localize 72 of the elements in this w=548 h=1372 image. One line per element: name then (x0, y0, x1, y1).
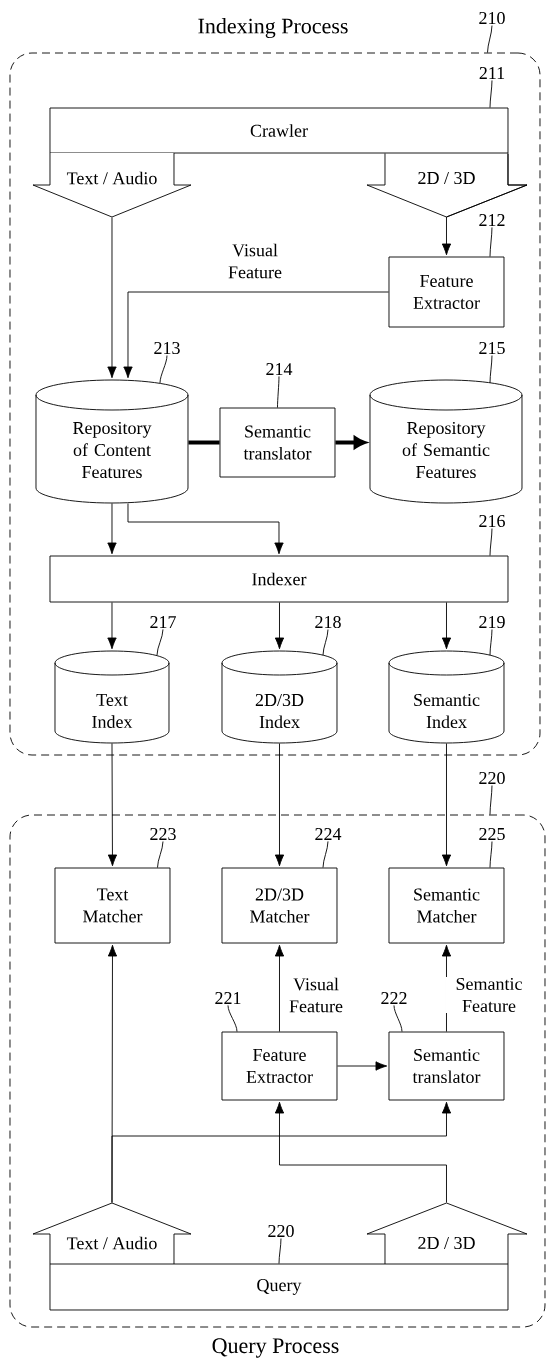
leader-line (157, 841, 164, 868)
leader-line (278, 1238, 282, 1264)
leader-line (227, 1004, 238, 1032)
process-box: Semantic Matcher (388, 867, 505, 944)
leader-line (159, 355, 168, 384)
callout-number: 224 (315, 828, 342, 840)
arrow (274, 602, 285, 650)
process-box: Semantic translator (219, 407, 336, 478)
callout-number: 214 (266, 363, 293, 375)
callout-number: 210 (479, 11, 505, 25)
arrow (123, 291, 389, 379)
arrow (337, 1061, 388, 1071)
arrow (274, 1101, 447, 1203)
leader-line (489, 841, 493, 868)
edge-label: Visual Feature (219, 242, 291, 280)
arrow (274, 944, 285, 1032)
process-box: Query (49, 1263, 509, 1311)
edge-label: Semantic Feature (445, 976, 533, 1014)
leader-line (156, 628, 164, 656)
callout-number: 220 (268, 1224, 294, 1238)
database-cylinder: 2D/3D Index (221, 650, 338, 744)
leader-line (489, 226, 493, 257)
leader-line (489, 785, 493, 815)
arrow (441, 944, 452, 1032)
arrow (107, 602, 117, 650)
callout-number: 220 (479, 771, 505, 785)
arrow (441, 602, 452, 650)
callout-number: 212 (479, 214, 505, 226)
leader-line (393, 1004, 403, 1032)
process-box: Feature Extractor (221, 1031, 338, 1101)
callout-number: 211 (479, 67, 505, 79)
arrow (111, 1101, 452, 1203)
node-label: Query Process (212, 1338, 339, 1358)
process-box: Text Matcher (54, 867, 171, 944)
process-box: Crawler (49, 107, 509, 154)
arrow (127, 503, 284, 555)
leader-line (322, 840, 329, 868)
callout-number: 216 (479, 514, 505, 528)
leader-line (489, 79, 493, 108)
leader-line (277, 375, 280, 408)
leader-line (489, 629, 493, 656)
block-arrow (366, 153, 528, 256)
callout-number: 223 (150, 827, 176, 841)
arrow (107, 503, 117, 555)
arrow (441, 743, 452, 867)
database-cylinder: Semantic Index (388, 650, 505, 744)
callout-number: 218 (315, 615, 341, 629)
process-box: Indexer (49, 555, 509, 603)
callout-number: 221 (215, 992, 241, 1004)
process-box: Semantic translator (388, 1031, 505, 1101)
database-cylinder: Repository of Semantic Features (369, 379, 523, 504)
callout-number: 225 (479, 827, 505, 841)
arrow (107, 743, 118, 867)
leader-line (322, 629, 329, 656)
node-label: Indexing Process (198, 18, 348, 39)
connector-line (188, 440, 220, 445)
callout-number: 213 (154, 341, 180, 355)
leader-line (489, 355, 493, 384)
callout-number: 219 (479, 615, 505, 629)
leader-line (489, 528, 493, 556)
database-cylinder: Text Index (54, 650, 170, 744)
database-cylinder: Repository of Content Features (35, 379, 189, 504)
callout-number: 222 (381, 992, 407, 1004)
arrow (107, 217, 117, 379)
process-box: Feature Extractor (388, 256, 505, 328)
callout-number: 217 (150, 616, 176, 628)
callout-number: 215 (479, 341, 505, 355)
edge-label: Visual Feature (280, 976, 352, 1014)
arrow (274, 743, 285, 867)
leader-line (487, 25, 493, 53)
edge-label: 2D / 3D (416, 170, 477, 186)
process-box: 2D/3D Matcher (221, 867, 338, 944)
